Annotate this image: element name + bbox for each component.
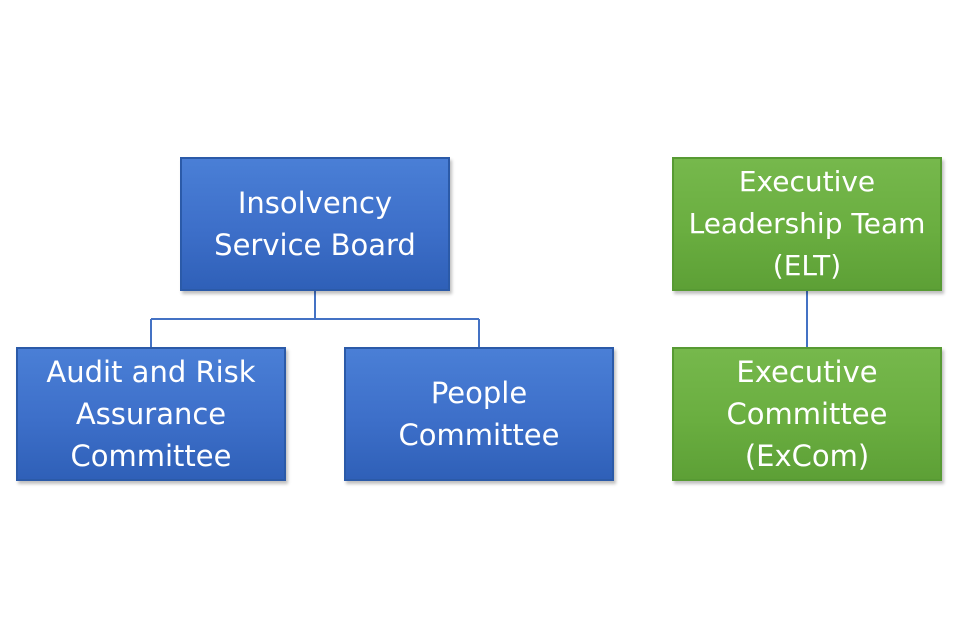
node-line: Executive [736,355,878,389]
node-audit-risk-assurance-committee-label: Audit and Risk Assurance Committee [46,351,255,477]
node-executive-leadership-team-label: Executive Leadership Team (ELT) [689,161,926,287]
node-line: Committee [70,439,232,473]
node-audit-risk-assurance-committee: Audit and Risk Assurance Committee [16,347,286,481]
node-people-committee: People Committee [344,347,614,481]
node-line: Assurance [75,397,227,431]
node-line: Audit and Risk [46,355,256,389]
node-insolvency-service-board-label: Insolvency Service Board [214,182,416,266]
node-line: (ExCom) [744,439,870,473]
node-people-committee-label: People Committee [399,372,560,456]
node-insolvency-service-board: Insolvency Service Board [180,157,450,291]
node-line: Service Board [214,228,416,262]
node-line: Committee [398,418,560,452]
node-line: (ELT) [772,249,842,282]
node-executive-leadership-team: Executive Leadership Team (ELT) [672,157,942,291]
node-line: People [430,376,528,410]
node-line: Insolvency [237,186,393,220]
node-executive-committee: Executive Committee (ExCom) [672,347,942,481]
node-line: Leadership Team [688,207,926,240]
node-executive-committee-label: Executive Committee (ExCom) [727,351,888,477]
node-line: Committee [726,397,888,431]
node-line: Executive [738,165,876,198]
